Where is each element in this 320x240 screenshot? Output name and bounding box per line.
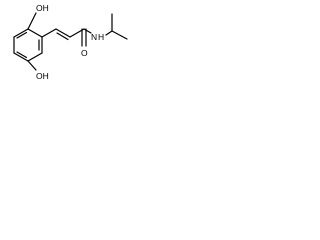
chemical-structure: OH OH O N H [13,3,128,81]
ring-bond [13,28,29,38]
alkene-bond [55,28,71,38]
oh-top-bond [27,12,37,30]
chain-bond [41,28,57,38]
ring-double-bond [16,51,28,59]
isopropyl-methyl-bond [111,30,128,40]
amide-bond [83,28,92,34]
alkene-double-bond [56,32,69,41]
oh-bottom-bond [27,60,37,71]
oh-bottom-label: OH [36,71,49,81]
amide-h-label: H [98,32,104,42]
ring-bond [27,52,43,62]
oh-top-label: OH [36,3,49,13]
benzene-ring [13,28,43,62]
n-isopropyl-bond [105,30,113,36]
amide-n-label: N [91,32,97,42]
ring-bond [27,28,43,38]
ring-bond [13,52,29,62]
carbonyl-o-label: O [81,48,88,58]
ring-double-bond [16,31,28,39]
